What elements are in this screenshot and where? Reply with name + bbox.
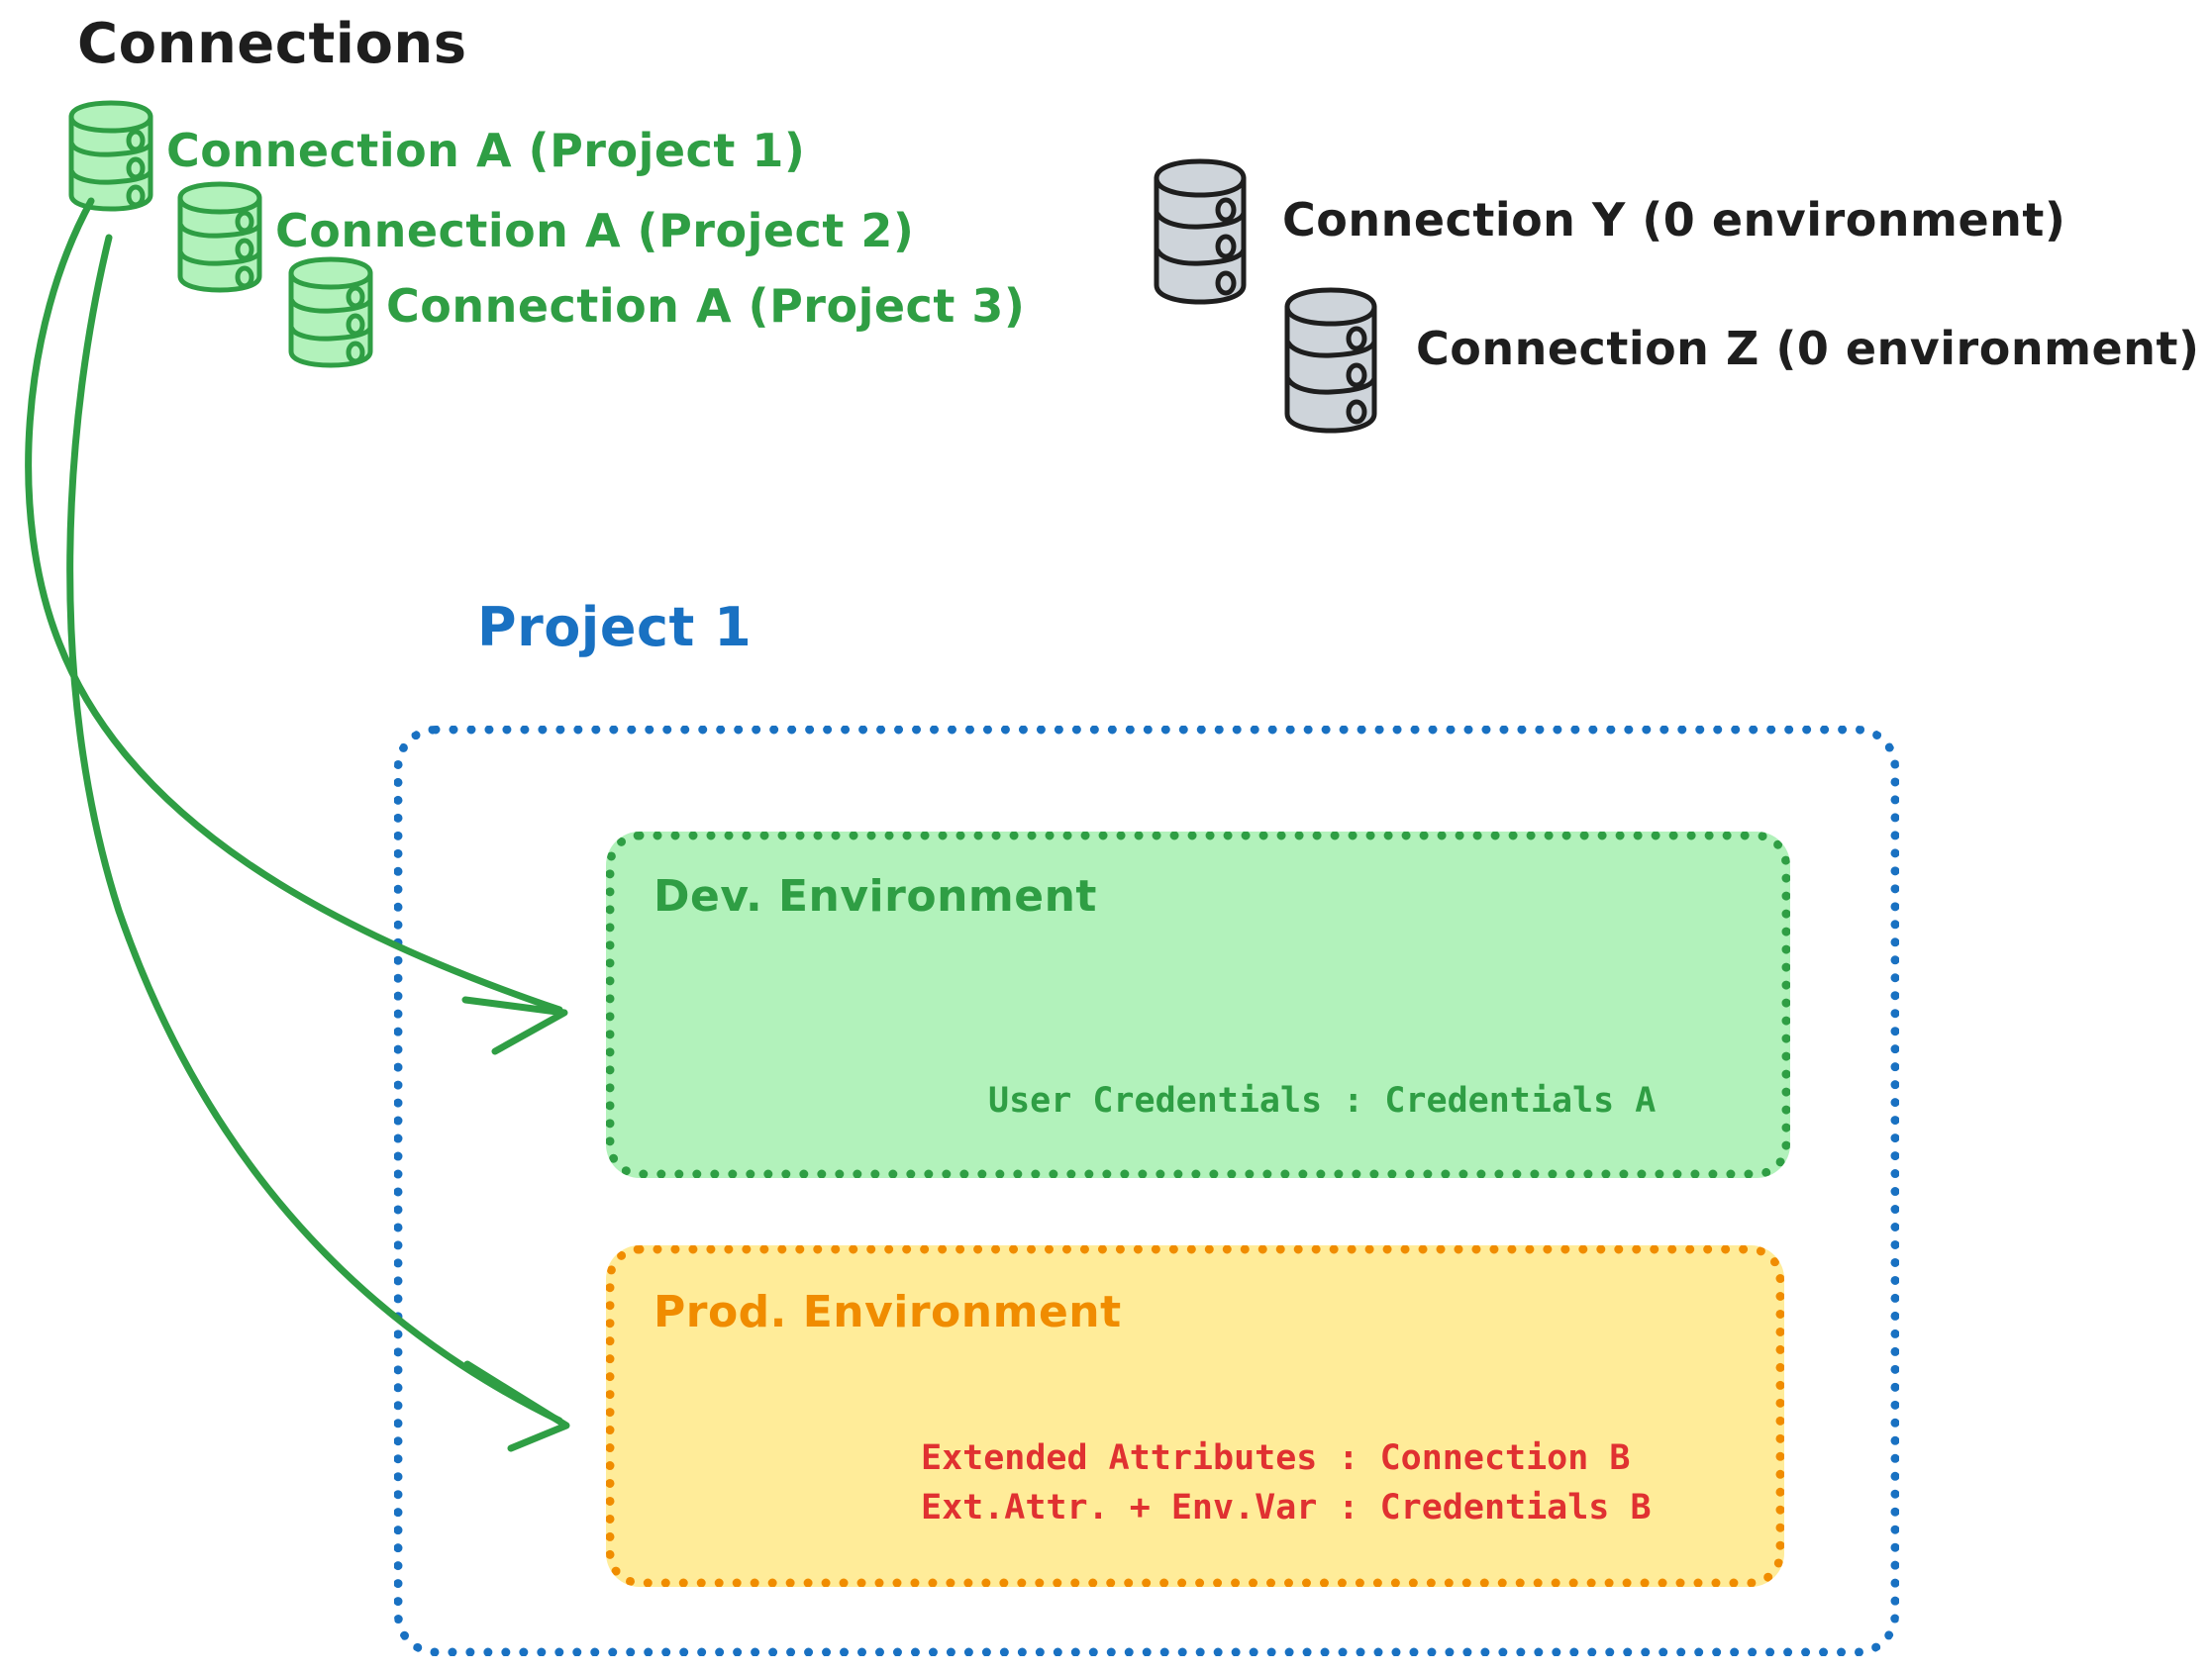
database-icon-connection-y[interactable] (1147, 156, 1254, 307)
environment-title-dev: Dev. Environment (654, 871, 1097, 922)
database-icon-connection-z[interactable] (1277, 285, 1384, 436)
connection-label-a-project-2: Connection A (Project 2) (275, 204, 915, 257)
environment-box-dev[interactable] (606, 832, 1790, 1178)
dev-user-credentials-row: User Credentials : Credentials A (988, 1081, 1657, 1121)
database-icon-connection-a-project-3[interactable] (281, 255, 380, 369)
project-title: Project 1 (477, 596, 753, 658)
connection-label-y: Connection Y (0 environment) (1282, 193, 2066, 246)
prod-ext-attr-env-var-row: Ext.Attr. + Env.Var : Credentials B (921, 1488, 1652, 1527)
database-icon-connection-a-project-2[interactable] (170, 180, 269, 294)
connection-label-a-project-1: Connection A (Project 1) (166, 124, 806, 177)
database-icon-connection-a-project-1[interactable] (61, 99, 160, 213)
connection-label-a-project-3: Connection A (Project 3) (386, 279, 1026, 333)
connection-label-z: Connection Z (0 environment) (1416, 322, 2200, 375)
environment-box-prod[interactable] (606, 1245, 1784, 1587)
environment-title-prod: Prod. Environment (654, 1287, 1122, 1337)
prod-extended-attributes-row: Extended Attributes : Connection B (921, 1438, 1631, 1478)
page-title: Connections (77, 12, 467, 76)
